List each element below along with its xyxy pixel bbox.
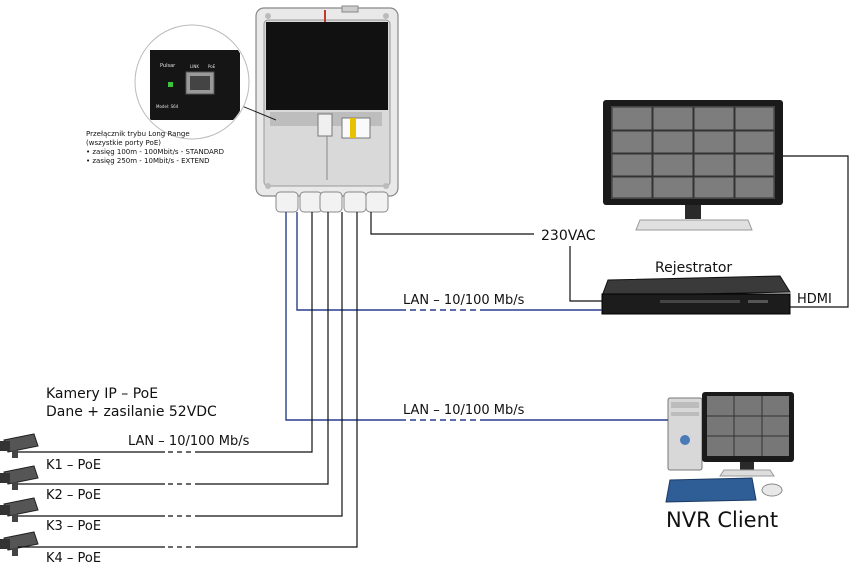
camera-label-k3: K3 – PoE [46, 519, 101, 534]
inset-brand-text: Pulsar [160, 63, 176, 69]
monitor [603, 100, 783, 231]
power-wire-switch [370, 212, 534, 235]
switch-enclosure [255, 5, 399, 213]
camera-label-k2: K2 – PoE [46, 488, 101, 503]
note-bullet-1: • zasięg 100m - 100Mbit/s - STANDARD [86, 148, 224, 156]
lan-cable-client [285, 212, 400, 421]
recorder-label: Rejestrator [655, 260, 732, 276]
camera-k1 [0, 433, 39, 458]
hdmi-cable [783, 155, 849, 308]
camera-cables [18, 212, 358, 548]
lan-cable-recorder [296, 212, 400, 311]
power-wire-recorder [569, 246, 602, 302]
nvr-client-label: NVR Client [666, 508, 778, 532]
lan-label-recorder: LAN – 10/100 Mb/s [403, 293, 525, 308]
camera-k3 [0, 497, 39, 522]
switch-panel-inset: Pulsar LINK PoE Model: S64 [134, 24, 277, 140]
cameras-title-1: Kamery IP – PoE [46, 386, 158, 402]
recorder-device [601, 275, 791, 315]
hdmi-label: HDMI [797, 292, 832, 307]
power-label: 230VAC [541, 228, 596, 244]
note-bullet-2: • zasięg 250m - 10Mbit/s - EXTEND [86, 157, 210, 165]
note-title-2: (wszystkie porty PoE) [86, 139, 161, 147]
cameras-title-2: Dane + zasilanie 52VDC [46, 404, 217, 420]
long-range-note: Przełącznik trybu Long Range (wszystkie … [86, 130, 224, 165]
lan-label-cameras: LAN – 10/100 Mb/s [128, 434, 250, 449]
lan-label-client: LAN – 10/100 Mb/s [403, 403, 525, 418]
camera-k4 [0, 531, 39, 556]
inset-port-label-poe: PoE [208, 64, 216, 69]
note-title-1: Przełącznik trybu Long Range [86, 130, 190, 138]
camera-label-k1: K1 – PoE [46, 458, 101, 473]
nvr-client-workstation [665, 392, 794, 503]
camera-k2 [0, 465, 39, 490]
inset-model-text: Model: S64 [156, 104, 179, 109]
camera-label-k4: K4 – PoE [46, 551, 101, 566]
inset-port-label-link: LINK [190, 64, 199, 69]
